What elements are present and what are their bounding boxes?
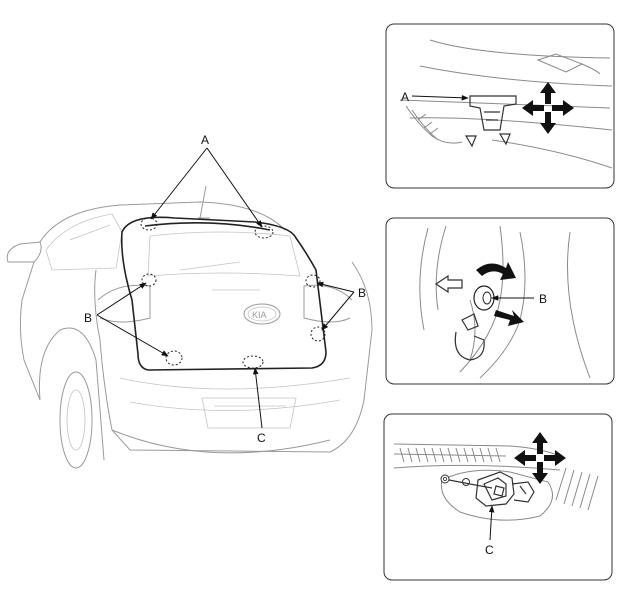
mount-points xyxy=(140,217,326,369)
detail-panel-c: C xyxy=(383,413,613,581)
mount-b-lower-right xyxy=(310,326,326,342)
stopper xyxy=(473,285,495,311)
label-b-right: B xyxy=(358,286,366,300)
label-a-detail: A xyxy=(401,90,409,104)
adjust-arrows-icon xyxy=(514,432,566,484)
hinge-bracket xyxy=(469,95,517,131)
mount-b-lower-left xyxy=(165,350,183,366)
detail-panel-b: B xyxy=(385,217,615,385)
rotate-arrow-icon xyxy=(476,262,516,280)
mount-a-left xyxy=(140,217,158,231)
detail-panel-a: A xyxy=(385,23,615,189)
label-b-detail: B xyxy=(539,292,547,306)
car-illustration: KIA xyxy=(6,185,373,469)
mount-c xyxy=(242,355,264,369)
label-a-main: A xyxy=(201,133,209,147)
mount-a-right xyxy=(254,225,274,239)
svg-text:KIA: KIA xyxy=(252,310,267,320)
mount-b-upper-left xyxy=(141,273,157,287)
pull-arrow-icon xyxy=(494,310,524,326)
label-b-left: B xyxy=(84,311,92,325)
tailgate-outline xyxy=(120,216,327,371)
main-callouts: A B B C xyxy=(84,133,366,445)
label-c-detail: C xyxy=(485,543,494,557)
label-c-main: C xyxy=(257,431,266,445)
mount-b-upper-right xyxy=(305,274,321,288)
striker-latch xyxy=(475,471,535,507)
adjust-arrows-icon xyxy=(522,82,574,134)
